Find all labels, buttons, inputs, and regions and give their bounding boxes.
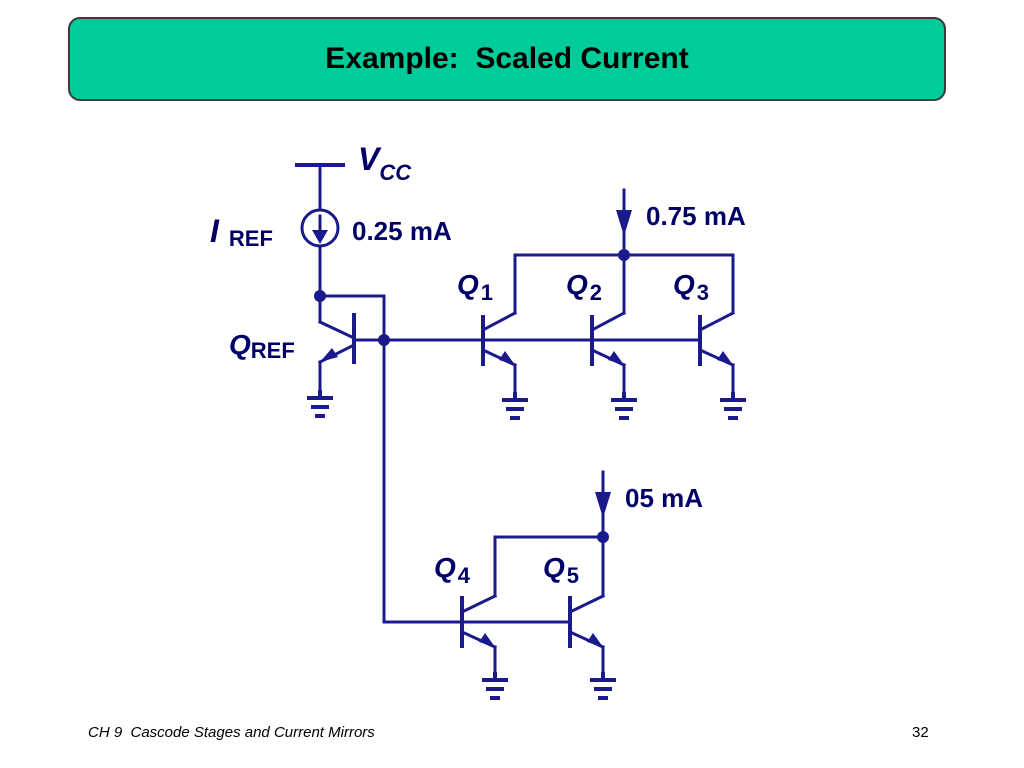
ground-q4 [480,670,510,700]
svg-text:Q4: Q4 [434,552,471,588]
qref-emitter-arrow [320,348,338,362]
ground-q3 [718,390,748,420]
q2-emitter-arrow [608,351,624,365]
q5-emitter-arrow [587,633,603,647]
iref-value-label: 0.25 mA [352,216,452,246]
ground-qref [305,388,335,418]
q4-symbol: Q [434,552,456,583]
vcc-subscript: CC [379,160,412,185]
vcc-symbol: V [358,141,382,177]
junction-dot [597,531,609,543]
q3-symbol: Q [673,269,695,300]
ground-q2 [609,390,639,420]
slide-title: Example: Scaled Current [325,42,689,75]
svg-text:Q5: Q5 [543,552,579,588]
iref-symbol: I [210,213,220,249]
svg-text:Q1: Q1 [457,269,493,305]
ground-q1 [500,390,530,420]
q2-symbol: Q [566,269,588,300]
svg-text:QREF: QREF [229,329,295,363]
top-output-current-label: 0.75 mA [646,201,746,231]
q4-subscript: 4 [458,563,471,588]
q1-symbol: Q [457,269,479,300]
top-output-arrow [616,210,632,236]
junction-dot [314,290,326,302]
qref-symbol: Q [229,329,251,360]
page-number: 32 [912,724,929,741]
svg-text:Q3: Q3 [673,269,709,305]
q1-emitter-arrow [499,351,515,365]
footer-chapter: CH 9 Cascode Stages and Current Mirrors [88,724,375,741]
q2-subscript: 2 [590,280,602,305]
iref-subscript: REF [229,226,273,251]
q4-emitter-arrow [479,633,495,647]
q5-subscript: 5 [567,563,579,588]
bottom-output-arrow [595,492,611,518]
ground-q5 [588,670,618,700]
q1-subscript: 1 [481,280,493,305]
qref-subscript: REF [251,338,295,363]
iref-arrow [312,230,328,244]
svg-text:VCC: VCC [358,141,412,185]
bottom-output-current-label: 05 mA [625,483,703,513]
q3-emitter-arrow [717,351,733,365]
svg-text:Q2: Q2 [566,269,602,305]
q5-symbol: Q [543,552,565,583]
title-bar: Example: Scaled Current [68,17,946,101]
q3-subscript: 3 [697,280,709,305]
junction-dot [378,334,390,346]
junction-dot [618,249,630,261]
